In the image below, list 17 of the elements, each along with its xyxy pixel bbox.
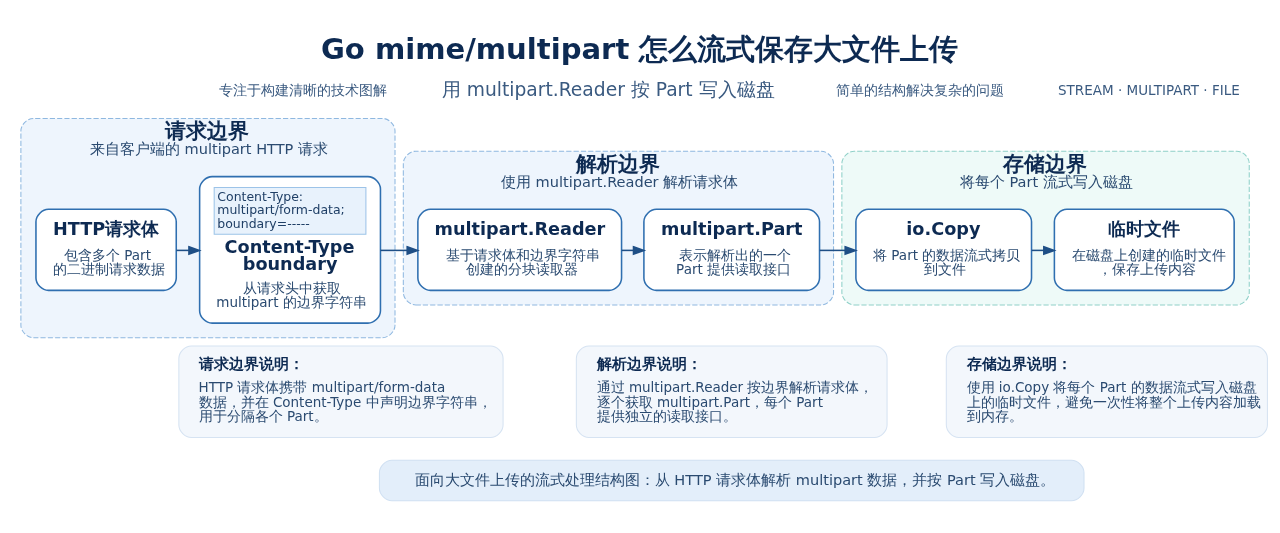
label: STREAM · MULTIPART · FILE [1058,81,1240,98]
label: 专注于构建清晰的技术图解 [219,81,388,98]
node-box: multipart.Reader 基于请求体和边界字符串创建的分块读取器 [417,208,623,292]
node-box: 请求边界说明： HTTP 请求体携带 multipart/form-data 数据，并在 Content-Type 中声明边界字符串，用于分隔各个 Part。 [178,345,504,438]
label: 简单的结构解决复杂的问题 [835,81,1004,98]
arrow [379,245,420,256]
arrow [819,245,858,256]
node-box: 解析边界说明： 通过 multipart.Reader 按边界解析请求体，逐个获取 multipart.Part，每个 Part 提供独立的读取接口。 [575,345,888,438]
node-box: multipart.Part 表示解析出的一个 Part 提供读取接口 [643,208,821,292]
node-box: Content-Type: multipart/form-data; boundary=----- Content-Type boundary 从请求头中获取 multipart 的边界字符串 [198,175,382,324]
node-box: 存储边界说明： 使用 io.Copy 将每个 Part 的数据流式写入磁盘上的临时文件，避免一次性将整个上传内容加载到内存。 [945,345,1268,438]
node-box: io.Copy 将 Part 的数据流式拷贝到文件 [855,208,1033,292]
diagram-title: Go mime/multipart 怎么流式保存大文件上传 [320,31,959,66]
node-box: 临时文件 在磁盘上创建的临时文件，保存上传内容 [1053,208,1235,292]
label: 用 multipart.Reader 按 Part 写入磁盘 [441,78,775,100]
node-box: HTTP请求体 包含多个 Part 的二进制请求数据 [35,208,178,292]
node-box: 面向大文件上传的流式处理结构图：从 HTTP 请求体解析 multipart 数据，并按 Part 写入磁盘。 [378,459,1085,502]
